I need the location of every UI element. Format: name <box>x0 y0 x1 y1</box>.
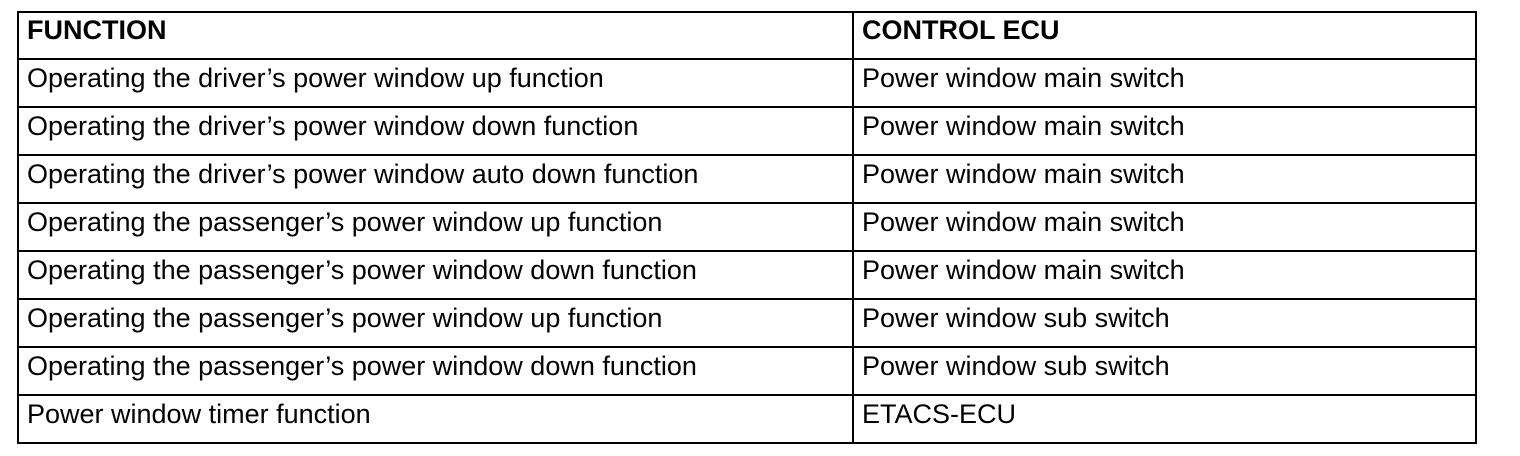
table-row: Operating the passenger’s power window d… <box>17 250 1477 300</box>
table-row: Power window timer function ETACS-ECU <box>17 394 1477 444</box>
control-ecu-cell: Power window main switch <box>852 202 1477 252</box>
function-cell: Operating the passenger’s power window u… <box>17 202 854 252</box>
table-row: Operating the driver’s power window down… <box>17 106 1477 156</box>
table-row: Operating the driver’s power window auto… <box>17 154 1477 204</box>
function-cell: Operating the driver’s power window auto… <box>17 154 854 204</box>
control-ecu-cell: Power window sub switch <box>852 346 1477 396</box>
function-control-ecu-table: FUNCTION CONTROL ECU Operating the drive… <box>17 11 1477 444</box>
header-control-ecu: CONTROL ECU <box>852 11 1477 60</box>
control-ecu-cell: Power window main switch <box>852 106 1477 156</box>
table-row: Operating the passenger’s power window u… <box>17 202 1477 252</box>
control-ecu-cell: Power window main switch <box>852 250 1477 300</box>
function-cell: Operating the driver’s power window down… <box>17 106 854 156</box>
table-row: Operating the driver’s power window up f… <box>17 58 1477 108</box>
function-cell: Operating the driver’s power window up f… <box>17 58 854 108</box>
table-row: Operating the passenger’s power window d… <box>17 346 1477 396</box>
control-ecu-cell: Power window main switch <box>852 58 1477 108</box>
table-header-row: FUNCTION CONTROL ECU <box>17 11 1477 60</box>
control-ecu-cell: Power window sub switch <box>852 298 1477 348</box>
control-ecu-cell: ETACS-ECU <box>852 394 1477 444</box>
function-cell: Operating the passenger’s power window u… <box>17 298 854 348</box>
function-cell: Power window timer function <box>17 394 854 444</box>
function-cell: Operating the passenger’s power window d… <box>17 346 854 396</box>
header-function: FUNCTION <box>17 11 854 60</box>
table-row: Operating the passenger’s power window u… <box>17 298 1477 348</box>
control-ecu-cell: Power window main switch <box>852 154 1477 204</box>
function-cell: Operating the passenger’s power window d… <box>17 250 854 300</box>
